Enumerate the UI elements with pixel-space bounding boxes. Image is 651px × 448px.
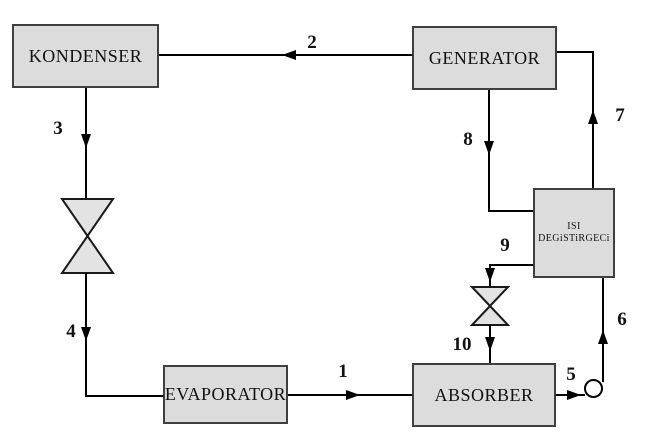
pipe-line-stream7-horizontal bbox=[557, 51, 594, 53]
pipe-line-stream8-horizontal bbox=[488, 210, 533, 212]
flow-arrow-down-icon bbox=[485, 268, 495, 282]
flow-arrow-down-icon bbox=[484, 141, 494, 155]
stream-label-10: 10 bbox=[452, 334, 472, 355]
stream-label-9: 9 bbox=[500, 235, 510, 256]
absorber-label: ABSORBER bbox=[434, 384, 534, 405]
stream-label-5: 5 bbox=[566, 364, 576, 385]
stream-label-6: 6 bbox=[617, 309, 627, 330]
expansion-valve-icon bbox=[470, 286, 510, 326]
pump-icon bbox=[584, 379, 603, 398]
flow-arrow-up-icon bbox=[588, 110, 598, 124]
stream-label-3: 3 bbox=[53, 118, 63, 139]
stream-label-2: 2 bbox=[307, 32, 317, 53]
flow-arrow-right-icon bbox=[346, 390, 360, 400]
evaporator-box: EVAPORATOR bbox=[163, 365, 288, 424]
generator-box: GENERATOR bbox=[412, 26, 557, 90]
pipe-line-stream9-horizontal bbox=[489, 264, 533, 266]
absorber-box: ABSORBER bbox=[412, 363, 556, 427]
stream-label-1: 1 bbox=[338, 361, 348, 382]
pipe-line-stream4-horizontal bbox=[85, 395, 163, 397]
stream-label-8: 8 bbox=[463, 129, 473, 150]
flow-arrow-up-icon bbox=[598, 330, 608, 344]
condenser-box: KONDENSER bbox=[12, 24, 159, 88]
expansion-valve-icon bbox=[60, 198, 115, 274]
heat-exchanger-box: ISI DEGiSTiRGECi bbox=[533, 188, 615, 278]
generator-label: GENERATOR bbox=[428, 47, 541, 68]
stream-label-4: 4 bbox=[66, 321, 76, 342]
flow-arrow-left-icon bbox=[282, 50, 296, 60]
flow-arrow-right-icon bbox=[567, 390, 581, 400]
heat-exchanger-label-line2: DEGiSTiRGECi bbox=[538, 233, 610, 244]
flow-arrow-down-icon bbox=[485, 337, 495, 351]
flow-arrow-down-icon bbox=[81, 327, 91, 341]
evaporator-label: EVAPORATOR bbox=[164, 384, 287, 404]
stream-label-7: 7 bbox=[615, 105, 625, 126]
condenser-label: KONDENSER bbox=[28, 45, 143, 66]
flow-arrow-down-icon bbox=[81, 134, 91, 148]
heat-exchanger-label-line1: ISI bbox=[567, 221, 581, 232]
